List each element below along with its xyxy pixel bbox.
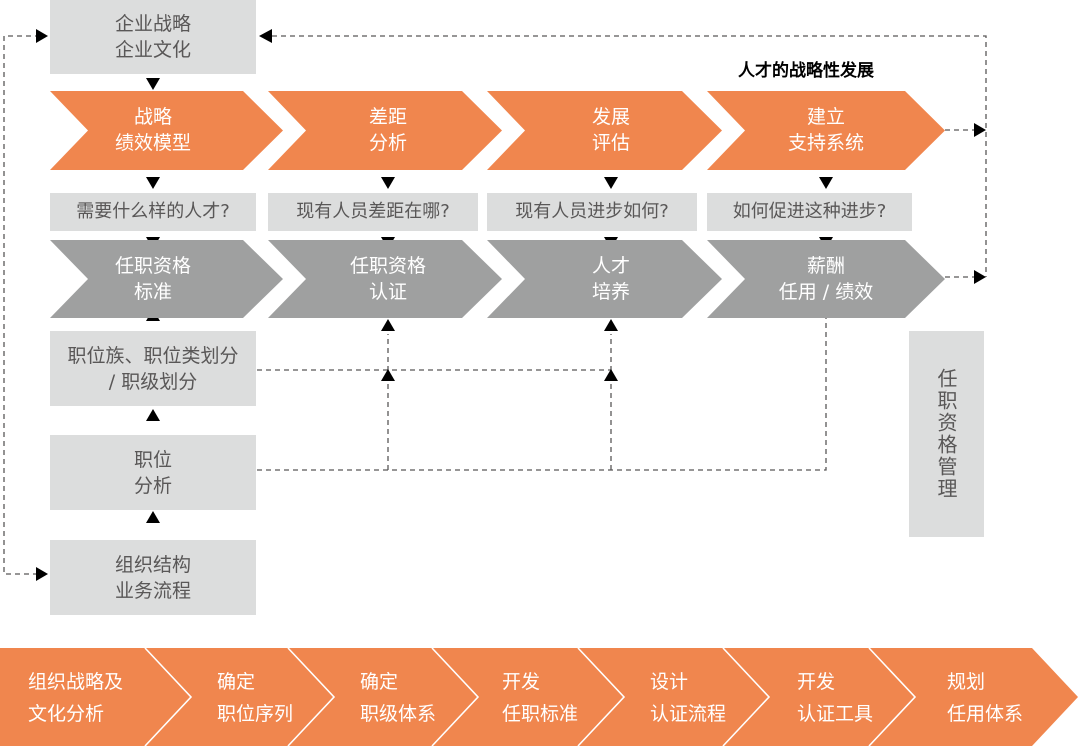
job-analysis-label: 职位 分析 [133, 448, 172, 497]
arrow-up-icon [381, 319, 395, 331]
bottom-band-shape [0, 648, 1078, 746]
job-family-label: 职位族、职位类划分 / 职级划分 [67, 344, 239, 393]
gray-chevron-line1: 薪酬 [807, 255, 845, 277]
gray-chevron-line1: 人才 [592, 255, 630, 277]
arrow-right-icon [974, 270, 986, 284]
arrow-down-icon [604, 177, 618, 189]
bottom-step-line2: 文化分析 [28, 703, 104, 725]
connectors [3, 35, 987, 575]
connector-right-loop [272, 35, 987, 277]
orange-chevron-line1: 差距 [369, 106, 407, 128]
bottom-step-line1: 确定 [360, 671, 398, 693]
arrow-up-icon [381, 369, 395, 381]
bottom-step-line1: 开发 [797, 671, 835, 693]
bottom-step-line1: 规划 [947, 671, 985, 693]
arrow-down-icon [146, 78, 160, 90]
question-box: 现有人员进步如何? [487, 193, 697, 231]
arrow-right-icon [974, 123, 986, 137]
gray-chevron-line2: 标准 [134, 281, 172, 303]
orange-chevron-line1: 建立 [807, 106, 845, 128]
bottom-step-divider [287, 647, 336, 747]
arrow-down-icon [146, 177, 160, 189]
arrow-right-icon [36, 29, 48, 43]
bottom-step-divider [431, 647, 480, 747]
question-box: 如何促进这种进步? [707, 193, 912, 231]
question-label: 现有人员差距在哪? [296, 201, 450, 222]
job-family-box: 职位族、职位类划分 / 职级划分 [50, 331, 256, 406]
orange-chevron-line2: 绩效模型 [115, 132, 191, 154]
question-label: 需要什么样的人才? [76, 201, 230, 222]
connector-left-loop [3, 35, 40, 575]
gray-chevron-line2: 任用 / 绩效 [779, 281, 873, 303]
question-label: 现有人员进步如何? [515, 201, 669, 222]
bottom-step-divider [144, 647, 193, 747]
orange-chevron-line1: 发展 [592, 106, 630, 128]
orange-chevron [487, 91, 722, 170]
gray-chevron [50, 240, 283, 318]
bottom-step-line2: 任用体系 [947, 703, 1023, 725]
connector-jobanalysis-h [257, 318, 827, 471]
arrow-left-icon [259, 29, 272, 43]
job-analysis-box: 职位 分析 [50, 435, 256, 510]
qualification-management-box: 任职资格管理 [909, 331, 984, 537]
orange-chevron-line2: 评估 [592, 132, 630, 154]
bottom-step-line1: 确定 [217, 671, 255, 693]
bottom-step-line2: 职位序列 [217, 703, 293, 725]
arrow-up-icon [146, 511, 160, 523]
orange-chevron-line2: 分析 [369, 132, 407, 154]
org-structure-box: 组织结构 业务流程 [50, 540, 256, 615]
gray-chevron [487, 240, 722, 318]
org-structure-label: 组织结构 业务流程 [114, 553, 191, 602]
gray-chevron-line2: 培养 [592, 281, 630, 303]
orange-chevron-line2: 支持系统 [788, 132, 864, 154]
gray-chevron [268, 240, 502, 318]
arrow-up-icon [146, 409, 160, 421]
question-label: 如何促进这种进步? [732, 201, 887, 222]
arrow-down-icon [819, 177, 833, 189]
gray-chevron [707, 240, 945, 318]
bottom-step-divider [722, 647, 771, 747]
strategy-culture-label: 企业战略 企业文化 [114, 13, 191, 61]
gray-chevron-line1: 任职资格 [350, 255, 426, 277]
gray-chevron-line2: 认证 [369, 281, 407, 303]
bottom-step-line1: 设计 [650, 671, 688, 693]
diagram-title: 人才的战略性发展 [738, 61, 874, 81]
qualification-management-label: 任职资格管理 [934, 368, 958, 500]
arrow-down-icon [381, 177, 395, 189]
bottom-step-line2: 认证工具 [797, 703, 873, 725]
arrow-up-icon [604, 369, 618, 381]
orange-chevron [707, 91, 945, 170]
question-box: 需要什么样的人才? [50, 193, 256, 231]
orange-chevron [268, 91, 502, 170]
arrow-up-icon [604, 319, 618, 331]
bottom-step-line1: 开发 [502, 671, 540, 693]
orange-chevron-line1: 战略 [134, 106, 172, 128]
question-box: 现有人员差距在哪? [268, 193, 478, 231]
orange-chevron [50, 91, 283, 170]
bottom-step-divider [577, 647, 626, 747]
bottom-step-line1: 组织战略及 [28, 671, 123, 693]
bottom-step-divider [868, 647, 917, 747]
arrow-right-icon [36, 567, 48, 581]
gray-chevron-line1: 任职资格 [115, 255, 191, 277]
bottom-step-line2: 认证流程 [650, 703, 726, 725]
bottom-step-line2: 任职标准 [502, 703, 578, 725]
strategy-culture-box: 企业战略 企业文化 [50, 0, 256, 74]
bottom-step-line2: 职级体系 [360, 703, 436, 725]
